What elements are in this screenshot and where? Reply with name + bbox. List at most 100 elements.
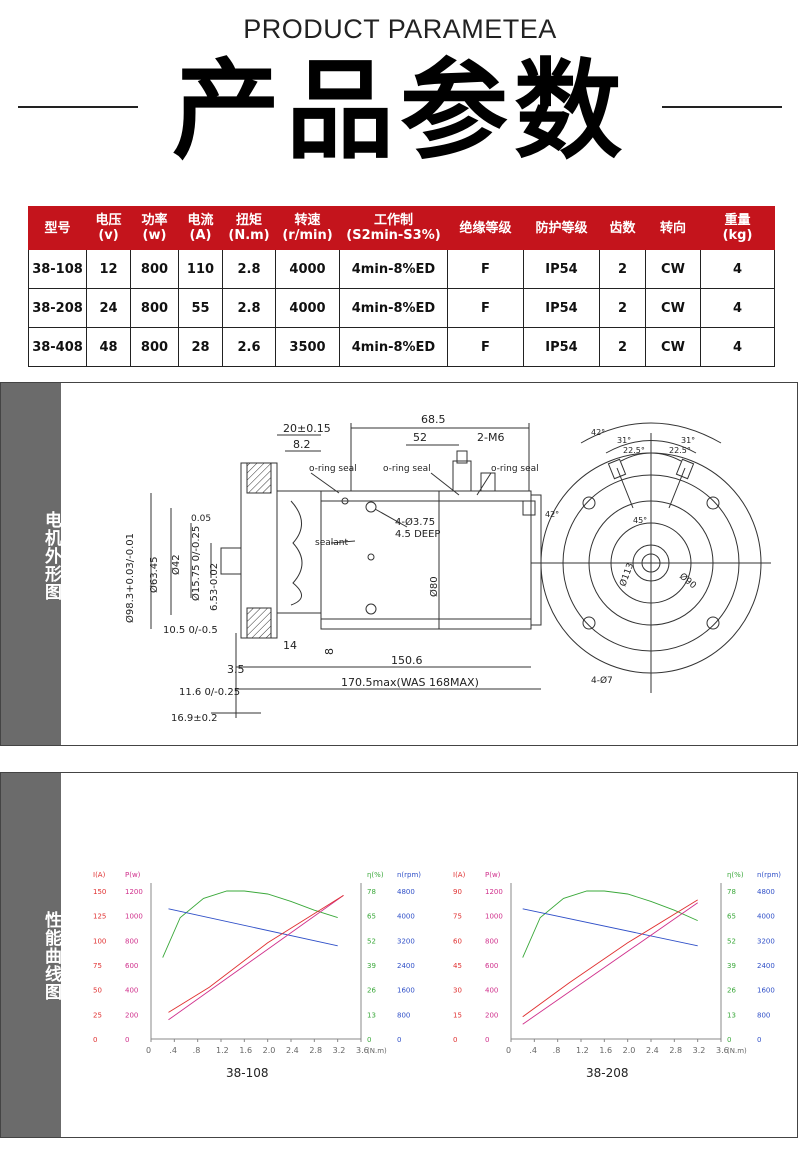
table-cell-2-5: 3500 (275, 327, 340, 367)
angle-22-a: 22.5° (623, 446, 645, 455)
x-tick-label: 1.2 (576, 1046, 589, 1055)
right-tick-label: 3200 (757, 937, 775, 945)
dim-holes-7: 4-Ø7 (591, 675, 613, 686)
left-tick-label: 45 (453, 962, 462, 970)
left-tick-label: 25 (93, 1011, 102, 1019)
left-tick-label: 50 (93, 987, 102, 995)
chart-title: 38-208 (586, 1066, 629, 1080)
table-header-0: 型号 (28, 206, 87, 250)
x-tick-label: 1.6 (239, 1046, 252, 1055)
right-tick-label: 39 (727, 962, 736, 970)
dim-dia-42: Ø42 (170, 554, 182, 575)
spec-table: 型号电压(v)功率(w)电流(A)扭矩(N.m)转速(r/min)工作制(S2m… (28, 206, 775, 367)
x-tick-label: 2.0 (623, 1046, 636, 1055)
right-tick-label: 0 (757, 1036, 761, 1044)
angle-22-b: 22.5° (669, 446, 691, 455)
x-tick-label: 3.2 (693, 1046, 706, 1055)
table-cell-1-4: 2.8 (222, 288, 276, 328)
angle-45: 45° (633, 516, 647, 525)
right-axis-title: n(rpm) (757, 871, 781, 879)
left-axis-title: P(w) (125, 871, 141, 879)
dim-14: 14 (283, 639, 297, 652)
table-cell-2-6: 4min-8%ED (339, 327, 448, 367)
right-tick-label: 800 (757, 1011, 770, 1019)
table-header-7: 绝缘等级 (447, 206, 524, 250)
dim-150-6: 150.6 (391, 654, 423, 667)
x-tick-label: 3.6 (716, 1046, 729, 1055)
table-cell-0-2: 800 (130, 249, 179, 289)
right-tick-label: 0 (397, 1036, 401, 1044)
series-line-1-2 (522, 902, 698, 1025)
x-tick-label: .8 (193, 1046, 201, 1055)
table-cell-1-11: 4 (700, 288, 775, 328)
right-tick-label: 65 (367, 913, 376, 921)
table-cell-2-7: F (447, 327, 524, 367)
dim-dia-15: Ø15.75 0/-0.25 (190, 526, 202, 601)
table-header-8: 防护等级 (523, 206, 600, 250)
table-cell-1-1: 24 (86, 288, 131, 328)
table-cell-0-5: 4000 (275, 249, 340, 289)
dim-tolerance: 0.05 (191, 514, 211, 524)
table-cell-2-8: IP54 (523, 327, 600, 367)
table-cell-2-3: 28 (178, 327, 223, 367)
dim-dia-80: Ø80 (428, 576, 440, 597)
table-cell-2-0: 38-408 (28, 327, 87, 367)
left-tick-label: 100 (93, 937, 106, 945)
x-tick-label: .4 (529, 1046, 537, 1055)
left-tick-label: 600 (125, 962, 138, 970)
right-tick-label: 0 (367, 1036, 371, 1044)
table-cell-1-2: 800 (130, 288, 179, 328)
right-axis-title: η(%) (727, 871, 744, 879)
left-tick-label: 0 (453, 1036, 457, 1044)
left-tick-label: 60 (453, 937, 462, 945)
dim-10-5: 10.5 0/-0.5 (163, 625, 218, 636)
dim-16-9: 16.9±0.2 (171, 713, 218, 724)
dim-dia-98: Ø98.3+0.03/-0.01 (124, 533, 136, 623)
left-tick-label: 0 (93, 1036, 97, 1044)
right-axis-title: η(%) (367, 871, 384, 879)
x-tick-label: 2.8 (669, 1046, 682, 1055)
title-english: PRODUCT PARAMETEA (243, 14, 557, 44)
right-tick-label: 1600 (757, 987, 775, 995)
left-tick-label: 400 (485, 987, 498, 995)
right-tick-label: 1600 (397, 987, 415, 995)
left-tick-label: 90 (453, 888, 462, 896)
right-tick-label: 800 (397, 1011, 410, 1019)
x-tick-label: 0 (146, 1046, 151, 1055)
table-cell-1-0: 38-208 (28, 288, 87, 328)
table-cell-1-3: 55 (178, 288, 223, 328)
x-tick-label: 1.6 (599, 1046, 612, 1055)
x-tick-label: 2.0 (263, 1046, 276, 1055)
table-cell-0-8: IP54 (523, 249, 600, 289)
series-line-0-3 (168, 895, 344, 1013)
dim-8-2: 8.2 (293, 438, 311, 451)
left-tick-label: 15 (453, 1011, 462, 1019)
right-tick-label: 0 (727, 1036, 731, 1044)
right-tick-label: 39 (367, 962, 376, 970)
performance-panel-label: 性能曲线图 (41, 911, 61, 1001)
right-axis-title: n(rpm) (397, 871, 421, 879)
table-cell-0-7: F (447, 249, 524, 289)
dim-6-53: 6.53-0.02 (209, 563, 220, 611)
title-divider-left (18, 106, 138, 108)
right-tick-label: 2400 (757, 962, 775, 970)
dim-m6: 2-M6 (477, 431, 504, 444)
x-axis-label: (N.m) (367, 1047, 387, 1055)
table-cell-0-9: 2 (599, 249, 646, 289)
angle-42-a: 42° (591, 428, 605, 437)
table-cell-1-6: 4min-8%ED (339, 288, 448, 328)
dim-dia-90: Ø90 (677, 571, 698, 592)
dim-11-6: 11.6 0/-0.25 (179, 687, 240, 698)
dimension-panel: 电机外形图 (0, 382, 798, 746)
table-header-1: 电压(v) (86, 206, 131, 250)
left-tick-label: 0 (485, 1036, 489, 1044)
left-tick-label: 600 (485, 962, 498, 970)
left-axis-title: I(A) (93, 871, 106, 879)
right-tick-label: 26 (367, 987, 376, 995)
left-tick-label: 1200 (125, 888, 143, 896)
table-cell-2-11: 4 (700, 327, 775, 367)
table-cell-0-0: 38-108 (28, 249, 87, 289)
dim-oring-1: o-ring seal (309, 464, 357, 474)
